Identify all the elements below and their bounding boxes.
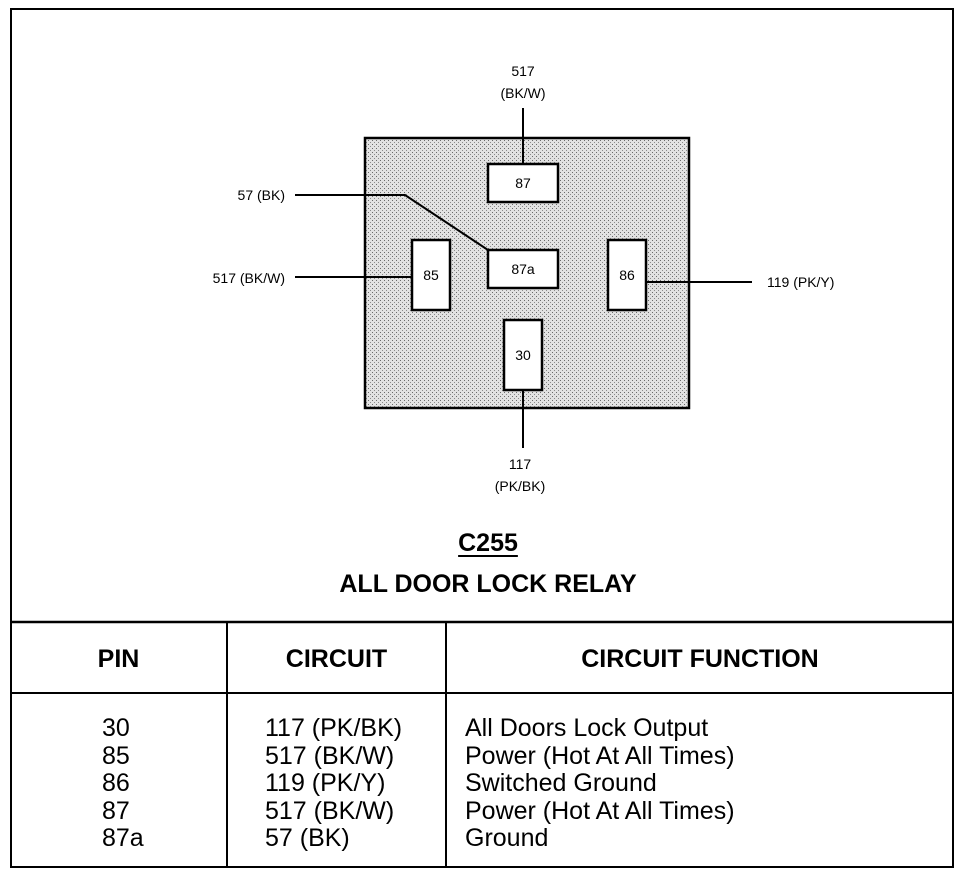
table-cell-function: Ground (465, 824, 549, 852)
wire-87a (295, 194, 489, 251)
table-cell-function: Switched Ground (465, 769, 657, 797)
table-cell-circuit: 57 (BK) (265, 824, 350, 852)
wire-30-number: 117 (509, 456, 532, 472)
table-cell-pin: 85 (102, 741, 130, 770)
header-circuit-function: CIRCUIT FUNCTION (581, 645, 819, 673)
table-cell-pin: 87 (102, 796, 130, 825)
pin-87-box (486, 162, 560, 204)
connector-id-text: C255 (458, 529, 518, 557)
connector-id: C255 (0, 529, 976, 558)
header-pin: PIN (97, 645, 140, 673)
header-circuit: CIRCUIT (285, 645, 388, 673)
function-column: All Doors Lock Output Power (Hot At All … (465, 714, 735, 853)
connector-name: ALL DOOR LOCK RELAY (339, 570, 637, 598)
pin-30-label: 30 (515, 347, 531, 363)
pin-85-box (410, 238, 452, 312)
pin-87a-label: 87a (511, 261, 535, 277)
pin-column: 30 85 86 87 87a (102, 714, 144, 853)
wire-86-label: 119 (PK/Y) (767, 274, 834, 290)
table-cell-circuit: 517 (BK/W) (265, 741, 395, 770)
wire-87-color: (BK/W) (500, 85, 545, 101)
pin-30-box (502, 318, 544, 392)
wire-30-color: (PK/BK) (495, 478, 546, 494)
table-cell-function: Power (Hot At All Times) (465, 741, 735, 770)
table-cell-circuit: 117 (PK/BK) (265, 714, 403, 742)
table-cell-function: All Doors Lock Output (465, 714, 709, 742)
table-cell-function: Power (Hot At All Times) (465, 796, 735, 825)
pin-85-label: 85 (423, 267, 439, 283)
circuit-column: 117 (PK/BK) 517 (BK/W) 119 (PK/Y) 517 (B… (265, 714, 403, 853)
pin-86-label: 86 (619, 267, 635, 283)
table-cell-circuit: 517 (BK/W) (265, 796, 395, 825)
pin-87a-box (486, 248, 560, 290)
table-cell-pin: 87a (102, 824, 144, 852)
table-cell-circuit: 119 (PK/Y) (265, 769, 386, 797)
wire-87a-label: 57 (BK) (238, 187, 285, 203)
pin-87-label: 87 (515, 175, 531, 191)
table-cell-pin: 86 (102, 769, 130, 797)
wire-87-number: 517 (511, 63, 535, 79)
wire-85-label: 517 (BK/W) (213, 270, 285, 286)
diagram-frame (10, 8, 954, 868)
pin-86-box (606, 238, 648, 312)
table-cell-pin: 30 (102, 714, 130, 742)
